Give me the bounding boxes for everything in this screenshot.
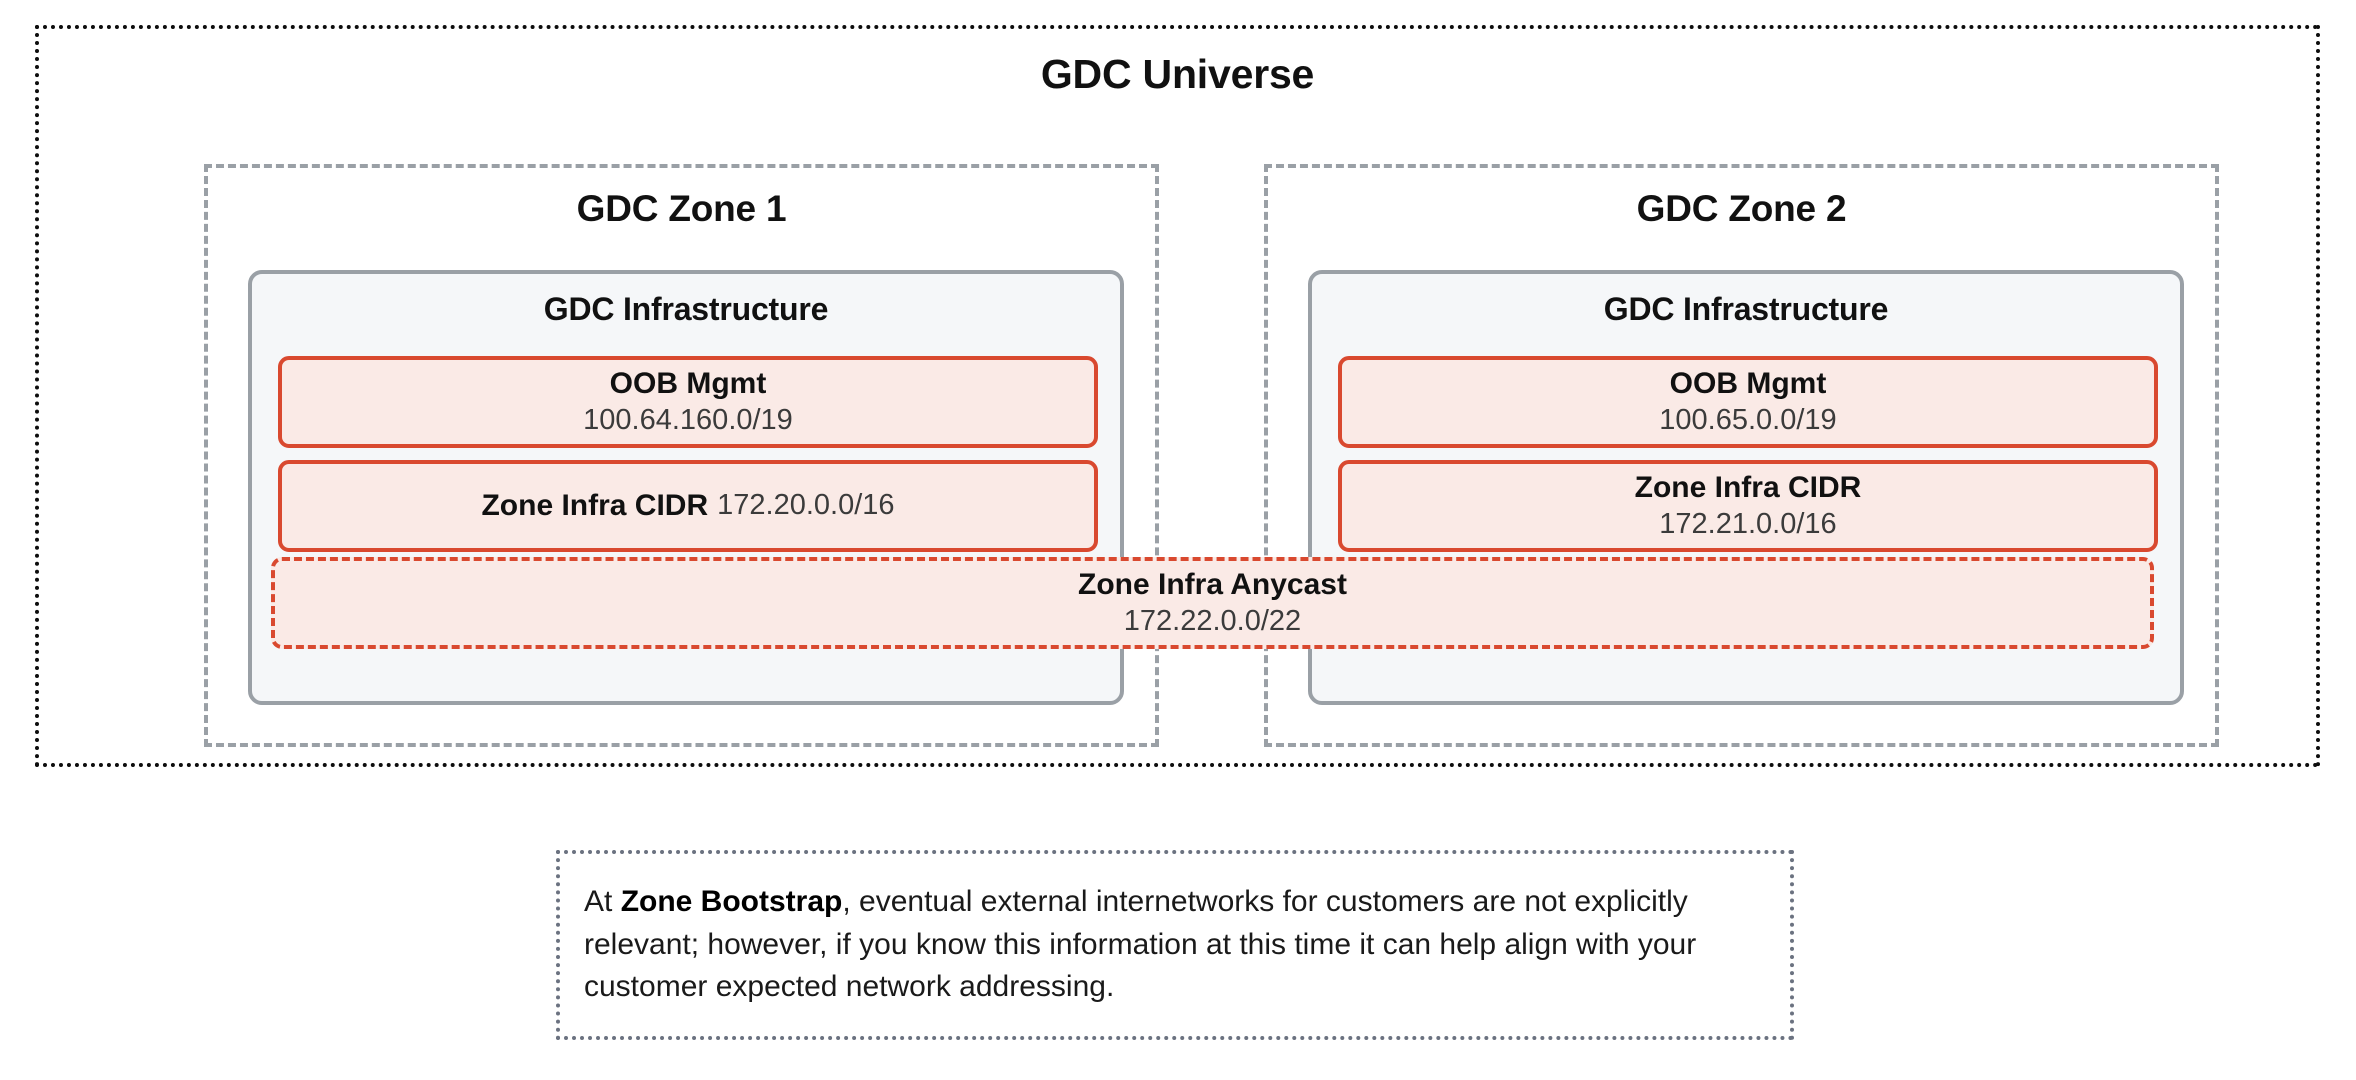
zone-2-infra-cidr-block: Zone Infra CIDR 172.21.0.0/16 bbox=[1338, 460, 2158, 552]
zone-1-oob-mgmt-label: OOB Mgmt bbox=[609, 367, 767, 401]
zone-infra-anycast-label: Zone Infra Anycast bbox=[1078, 568, 1347, 602]
zone-infra-anycast-value: 172.22.0.0/22 bbox=[1123, 604, 1302, 637]
universe-title: GDC Universe bbox=[1040, 51, 1315, 97]
zone-infra-anycast-block: Zone Infra Anycast 172.22.0.0/22 bbox=[271, 557, 2154, 649]
zone-1-infrastructure-title: GDC Infrastructure bbox=[543, 291, 829, 327]
zone-1-oob-mgmt-block: OOB Mgmt 100.64.160.0/19 bbox=[278, 356, 1098, 448]
note-body: , eventual external internetworks for cu… bbox=[584, 885, 1697, 1004]
zone-1-infra-cidr-value: 172.20.0.0/16 bbox=[717, 489, 895, 522]
note-emphasis: Zone Bootstrap bbox=[620, 885, 843, 919]
zone-bootstrap-note: At Zone Bootstrap, eventual external int… bbox=[556, 850, 1794, 1040]
zone-2-oob-mgmt-block: OOB Mgmt 100.65.0.0/19 bbox=[1338, 356, 2158, 448]
zone-2-oob-mgmt-value: 100.65.0.0/19 bbox=[1659, 403, 1837, 436]
zone-1-infra-cidr-block: Zone Infra CIDR 172.20.0.0/16 bbox=[278, 460, 1098, 552]
zone-2-oob-mgmt-label: OOB Mgmt bbox=[1669, 367, 1827, 401]
gdc-zone-1-container: GDC Zone 1 GDC Infrastructure OOB Mgmt 1… bbox=[204, 164, 1159, 747]
gdc-zone-2-container: GDC Zone 2 GDC Infrastructure OOB Mgmt 1… bbox=[1264, 164, 2219, 747]
zone-2-infra-cidr-label: Zone Infra CIDR bbox=[1634, 471, 1862, 505]
gdc-universe-container: GDC Universe GDC Zone 1 GDC Infrastructu… bbox=[35, 25, 2320, 767]
zone-1-title: GDC Zone 1 bbox=[576, 188, 787, 229]
zone-2-title: GDC Zone 2 bbox=[1636, 188, 1847, 229]
zone-2-infra-cidr-value: 172.21.0.0/16 bbox=[1659, 507, 1837, 540]
note-text: At Zone Bootstrap, eventual external int… bbox=[584, 881, 1766, 1009]
note-lead: At bbox=[584, 885, 621, 919]
zone-2-infrastructure-title: GDC Infrastructure bbox=[1603, 291, 1889, 327]
zone-1-infra-cidr-label: Zone Infra CIDR bbox=[481, 488, 709, 522]
zone-1-oob-mgmt-value: 100.64.160.0/19 bbox=[583, 403, 793, 436]
